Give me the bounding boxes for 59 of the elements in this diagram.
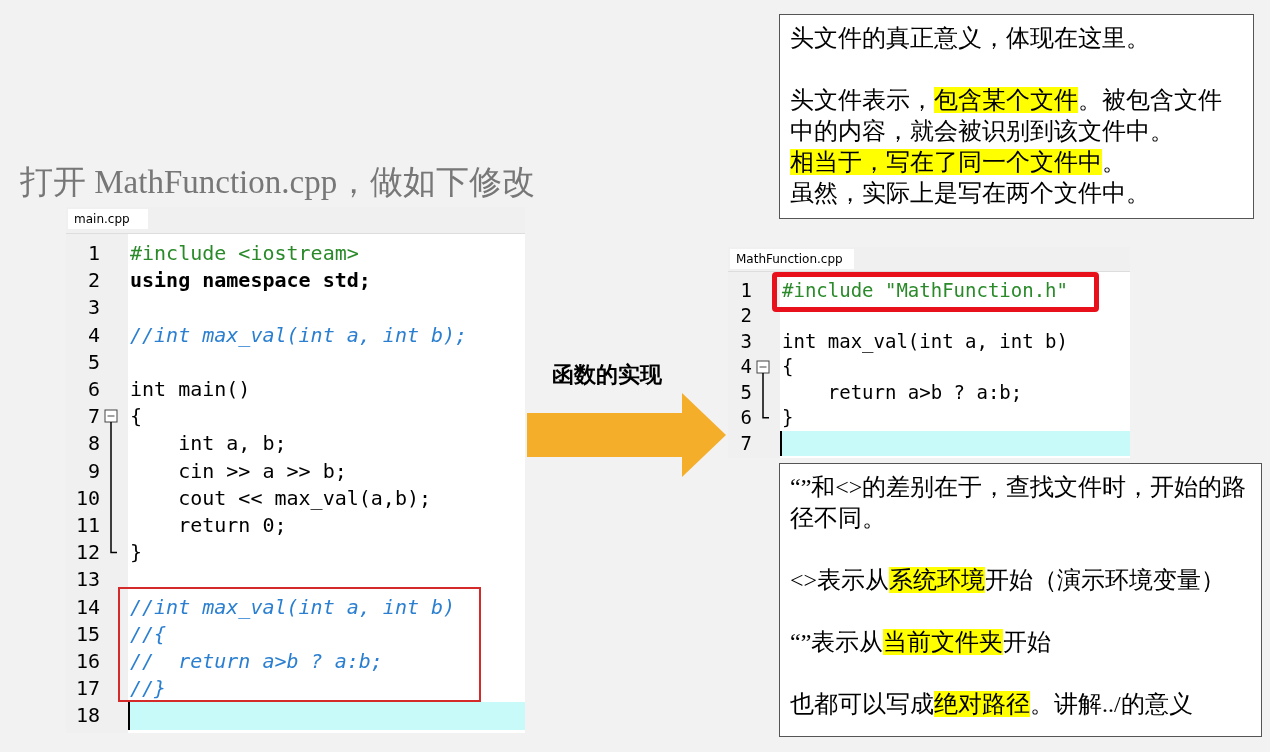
line-number: 5 — [86, 348, 100, 376]
note-text: <>表示从系统环境开始（演示环境变量） — [790, 566, 1227, 595]
note-text: 也都可以写成绝对路径。讲解../的意义 — [790, 690, 1194, 719]
code-line: { — [782, 354, 794, 379]
code-line: using namespace std; — [130, 267, 371, 295]
highlight-frame — [772, 272, 1099, 312]
line-number: 17 — [74, 675, 100, 703]
code-line: //} — [130, 675, 167, 703]
code-line: cout << max_val(a,b); — [178, 484, 432, 512]
code-line: #include <iostream> — [130, 240, 359, 267]
line-number: 9 — [86, 457, 100, 485]
code-line: //{ — [130, 620, 167, 648]
line-number: 2 — [739, 303, 752, 328]
note-box — [779, 463, 1262, 737]
line-number: 4 — [86, 321, 100, 349]
note-text: 虽然，实际上是写在两个文件中。 — [790, 179, 1151, 208]
file-tab: main.cpp — [68, 209, 148, 229]
code-line: } — [782, 405, 794, 430]
note-text: “”表示从当前文件夹开始 — [790, 628, 1053, 657]
line-number: 5 — [739, 379, 752, 405]
code-line: //int max_val(int a, int b); — [130, 321, 468, 349]
note-text: 头文件的真正意义，体现在这里。 — [790, 24, 1151, 53]
line-number: 15 — [74, 620, 100, 648]
code-line: int a, b; — [178, 430, 287, 458]
code-line: } — [130, 539, 143, 567]
code-line: return 0; — [178, 512, 287, 539]
highlight-frame — [118, 587, 481, 702]
code-line: //int max_val(int a, int b) — [130, 593, 456, 621]
line-number: 2 — [86, 267, 100, 295]
code-line: // return a>b ? a:b; — [130, 648, 383, 675]
line-number: 1 — [86, 240, 100, 267]
note-box — [779, 14, 1254, 219]
line-number: 12 — [74, 539, 100, 567]
line-number: 3 — [86, 294, 100, 322]
code-line: #include "MathFunction.h" — [782, 277, 1068, 303]
line-number: 3 — [739, 328, 752, 354]
edge-label: 函数的实现 — [552, 361, 662, 389]
line-number: 8 — [86, 430, 100, 458]
line-number: 14 — [74, 593, 100, 621]
line-number: 18 — [74, 702, 100, 730]
line-number: 7 — [86, 403, 100, 431]
code-line: { — [130, 403, 143, 431]
slide-title: 打开 MathFunction.cpp，做如下修改 — [20, 163, 536, 202]
line-number: 10 — [74, 484, 100, 512]
line-number: 6 — [739, 405, 752, 430]
line-number: 13 — [74, 566, 100, 594]
note-text: “”和<>的差别在于，查找文件时，开始的路径不同。 — [790, 473, 1248, 533]
code-line: int main() — [130, 376, 251, 403]
line-number: 1 — [739, 277, 752, 303]
note-text: 头文件表示，包含某个文件。被包含文件中的内容，就会被识别到该文件中。 — [790, 86, 1223, 146]
code-line: cin >> a >> b; — [178, 457, 347, 485]
line-number: 11 — [74, 512, 100, 539]
line-number: 6 — [86, 376, 100, 403]
line-number: 7 — [739, 430, 752, 456]
line-number: 4 — [739, 354, 752, 379]
code-line: return a>b ? a:b; — [827, 379, 1023, 405]
line-number: 16 — [74, 648, 100, 675]
file-tab: MathFunction.cpp — [730, 249, 854, 269]
code-line: int max_val(int a, int b) — [782, 328, 1068, 354]
